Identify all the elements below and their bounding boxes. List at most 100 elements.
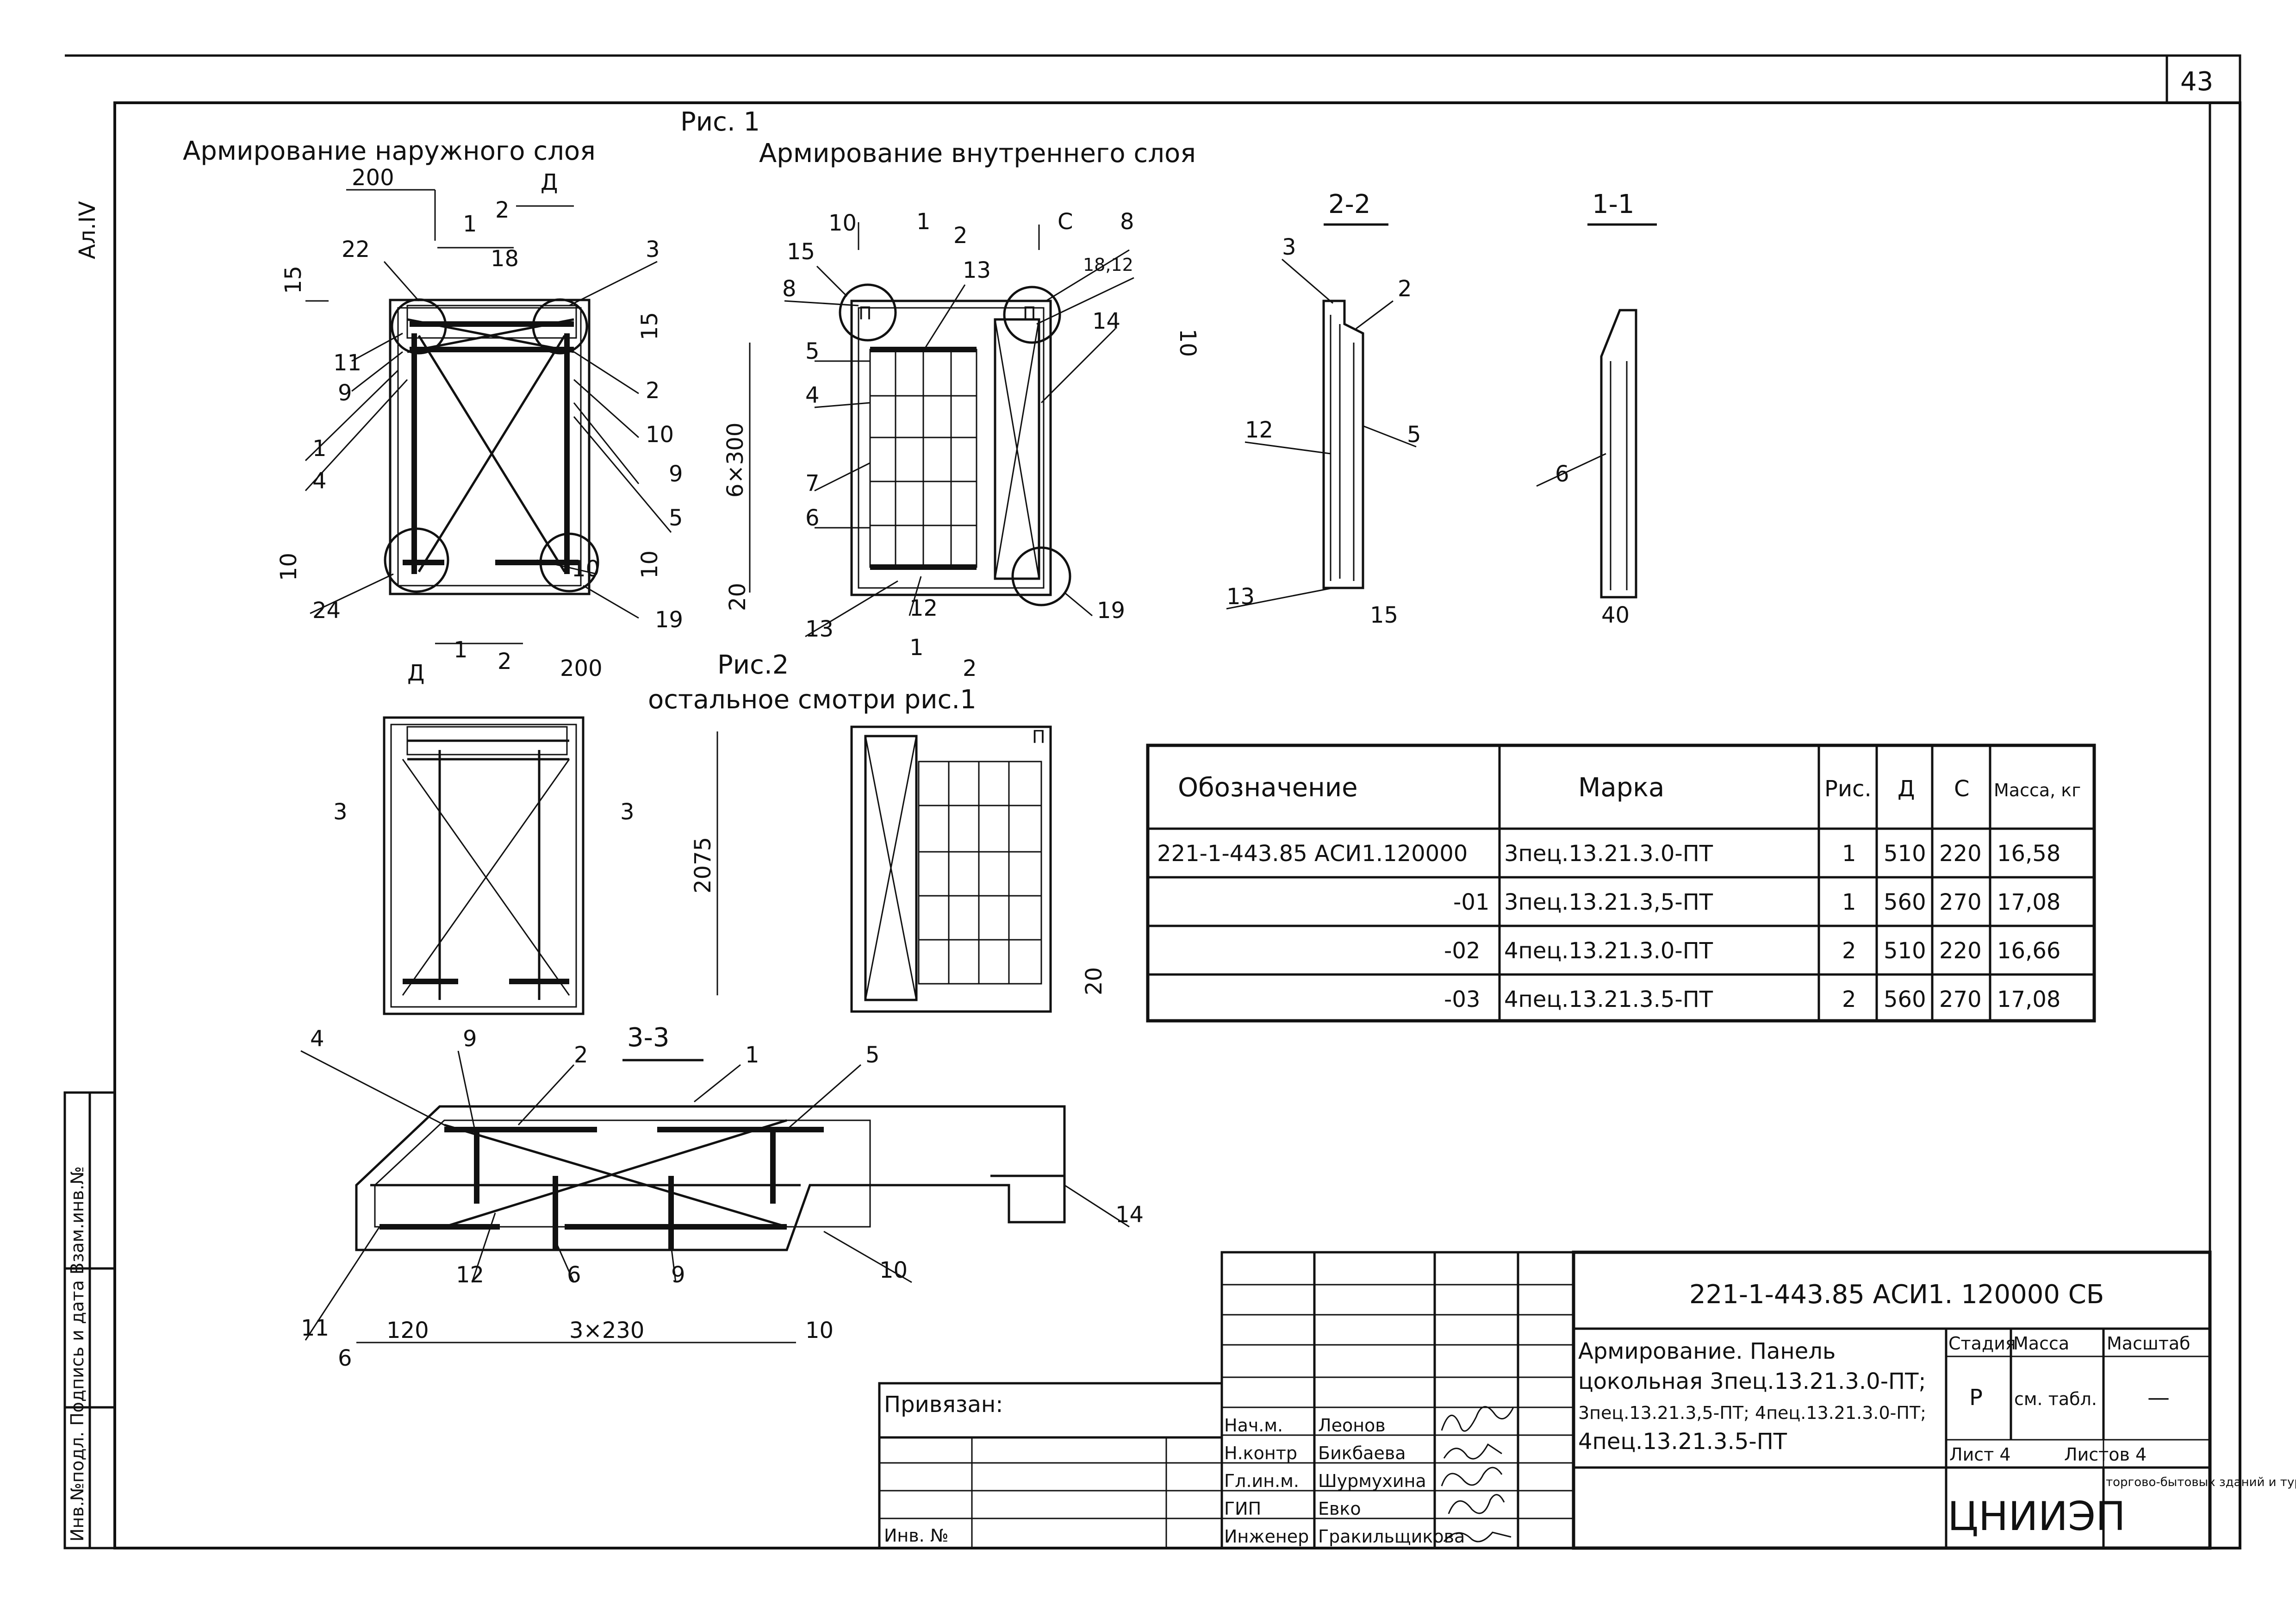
staff-role-4: Инженер: [1224, 1526, 1309, 1547]
cell-r1-D: 560: [1884, 889, 1926, 915]
title-line-2: 3пец.13.21.3,5-ПТ; 4пец.13.21.3.0-ПТ;: [1578, 1403, 1926, 1423]
scale-value: —: [2147, 1385, 2170, 1411]
fig1-inner-title: Армирование внутреннего слоя: [759, 138, 1196, 169]
doc-code: 221-1-443.85 АСИ1. 120000 СБ: [1689, 1280, 2104, 1310]
callout-1-outer: 1: [312, 436, 327, 462]
stage-header: Стадия: [1948, 1333, 2016, 1354]
callout-14-inner: 14: [1092, 308, 1120, 334]
signature-0: [1441, 1406, 1514, 1432]
callout-2-s33: 2: [574, 1042, 588, 1068]
scale-header: Масштаб: [2107, 1333, 2190, 1354]
signature-3: [1448, 1494, 1505, 1514]
callout-6-s33-bot: 6: [338, 1345, 352, 1371]
pt-mark-fig2: П: [1032, 727, 1045, 747]
col-header-mass: Масса, кг: [1994, 780, 2081, 800]
dim-10-inner: 10: [828, 210, 857, 236]
dim-200-outer: 200: [352, 165, 394, 191]
callout-11-s33: 11: [301, 1315, 329, 1341]
pt-mark-inner-1: П: [859, 303, 872, 324]
section-3-3-title: 3-3: [627, 1023, 669, 1053]
title-line-3: 4пец.13.21.3.5-ПТ: [1578, 1429, 1787, 1455]
cell-r3-mark: 4пец.13.21.3.5-ПТ: [1504, 987, 1713, 1012]
callout-3-outer: 3: [646, 237, 660, 262]
staff-name-0: Леонов: [1318, 1415, 1386, 1436]
staff-role-1: Н.контр: [1224, 1443, 1297, 1463]
fig1-label: Рис. 1: [680, 107, 760, 137]
dim-15-s22: 15: [1370, 602, 1398, 628]
callout-18-12: 18,12: [1083, 255, 1133, 275]
col-header-mark: Марка: [1578, 773, 1664, 803]
cell-r2-D: 510: [1884, 938, 1926, 964]
signature-1: [1443, 1443, 1502, 1460]
privyazan-label: Привязан:: [884, 1392, 1003, 1418]
callout-5-s33: 5: [865, 1042, 880, 1068]
callout-8-inner-left: 8: [782, 276, 796, 302]
callout-9-outer-right: 9: [669, 461, 683, 487]
callout-12-s22: 12: [1245, 417, 1273, 443]
section-mark-3-right: 3: [620, 799, 635, 825]
callout-13-inner-a: 13: [805, 616, 834, 642]
cell-r3-fig: 2: [1842, 987, 1856, 1012]
section-1-1: 1-1 6 40: [1536, 189, 1657, 628]
callout-14-s33: 14: [1115, 1202, 1144, 1228]
inv-label: Инв. №: [884, 1525, 948, 1546]
dim-40-s11: 40: [1601, 602, 1630, 628]
callout-19-inner: 19: [1097, 598, 1125, 624]
dim-D-outer: Д: [541, 169, 558, 195]
fig2-outer-drawing: Д 200 3 3 2075: [333, 656, 718, 1015]
col-header-C: С: [1954, 776, 1970, 802]
callout-4-outer: 4: [312, 468, 327, 494]
section-2-2: 2-2 3 2 5 12 13 15: [1226, 189, 1421, 628]
callout-12-s33: 12: [456, 1262, 484, 1288]
side-label: Ал.IV: [75, 201, 100, 259]
sheet-label: Лист 4: [1949, 1444, 2011, 1465]
cell-r2-mark: 4пец.13.21.3.0-ПТ: [1504, 938, 1713, 964]
cell-r2-fig: 2: [1842, 938, 1856, 964]
cell-r2-mass: 16,66: [1997, 938, 2060, 964]
cell-r3-mass: 17,08: [1997, 987, 2060, 1012]
cell-r3-designation: -03: [1444, 987, 1480, 1012]
callout-11: 11: [333, 350, 361, 376]
callout-5-outer: 5: [669, 505, 683, 531]
dim-15-outer-right: 15: [637, 312, 663, 340]
mass-header: Масса: [2013, 1333, 2069, 1354]
staff-name-2: Шурмухина: [1318, 1471, 1426, 1491]
section-mark-1-bot: 1: [454, 637, 468, 663]
cell-r0-D: 510: [1884, 841, 1926, 867]
dim-10-outer-right: 10: [637, 550, 663, 579]
cell-r3-D: 560: [1884, 987, 1926, 1012]
callout-7: 7: [805, 470, 820, 496]
callout-6-inner: 6: [805, 505, 820, 531]
callout-13-inner-b: 13: [963, 257, 991, 283]
callout-6-s33: 6: [567, 1262, 581, 1288]
dim-2075: 2075: [690, 837, 716, 893]
callout-24: 24: [312, 598, 341, 624]
staff-role-3: ГИП: [1224, 1499, 1261, 1519]
cell-r0-mass: 16,58: [1997, 841, 2060, 867]
section-mark-1-inner-bot: 1: [909, 635, 924, 661]
dim-10-s33: 10: [805, 1318, 834, 1343]
sheets-label: Листов 4: [2064, 1444, 2147, 1465]
sheet-number: 43: [2180, 67, 2213, 97]
section-mark-1-top: 1: [463, 211, 477, 237]
callout-2-s22: 2: [1398, 276, 1412, 302]
callout-3-s22: 3: [1282, 234, 1296, 260]
callout-10-outer-b: 10: [572, 556, 600, 582]
staff-name-1: Бикбаева: [1318, 1443, 1406, 1463]
callout-9-s33-top: 9: [463, 1026, 477, 1052]
col-header-fig: Рис.: [1824, 776, 1872, 802]
staff-role-2: Гл.ин.м.: [1224, 1471, 1299, 1491]
cell-r0-C: 220: [1939, 841, 1982, 867]
org-subtitle: торгово-бытовых зданий и туристских комп…: [2106, 1475, 2296, 1489]
dim-120: 120: [386, 1318, 429, 1343]
cell-r0-mark: 3пец.13.21.3.0-ПТ: [1504, 841, 1713, 867]
callout-10-outer: 10: [646, 422, 674, 448]
staff-name-4: Гракильщикова: [1318, 1526, 1465, 1547]
title-line-1: цокольная 3пец.13.21.3.0-ПТ;: [1578, 1368, 1926, 1394]
staff-name-3: Евко: [1318, 1499, 1361, 1519]
dim-3x230: 3×230: [569, 1318, 644, 1343]
spec-table: Обозначение Марка Рис. Д С Масса, кг 221…: [1146, 743, 2096, 1023]
cell-r0-designation: 221-1-443.85 АСИ1.120000: [1157, 841, 1468, 867]
side-stamp: Инв.№подл. Подпись и дата Взам.инв.№: [67, 1166, 87, 1542]
